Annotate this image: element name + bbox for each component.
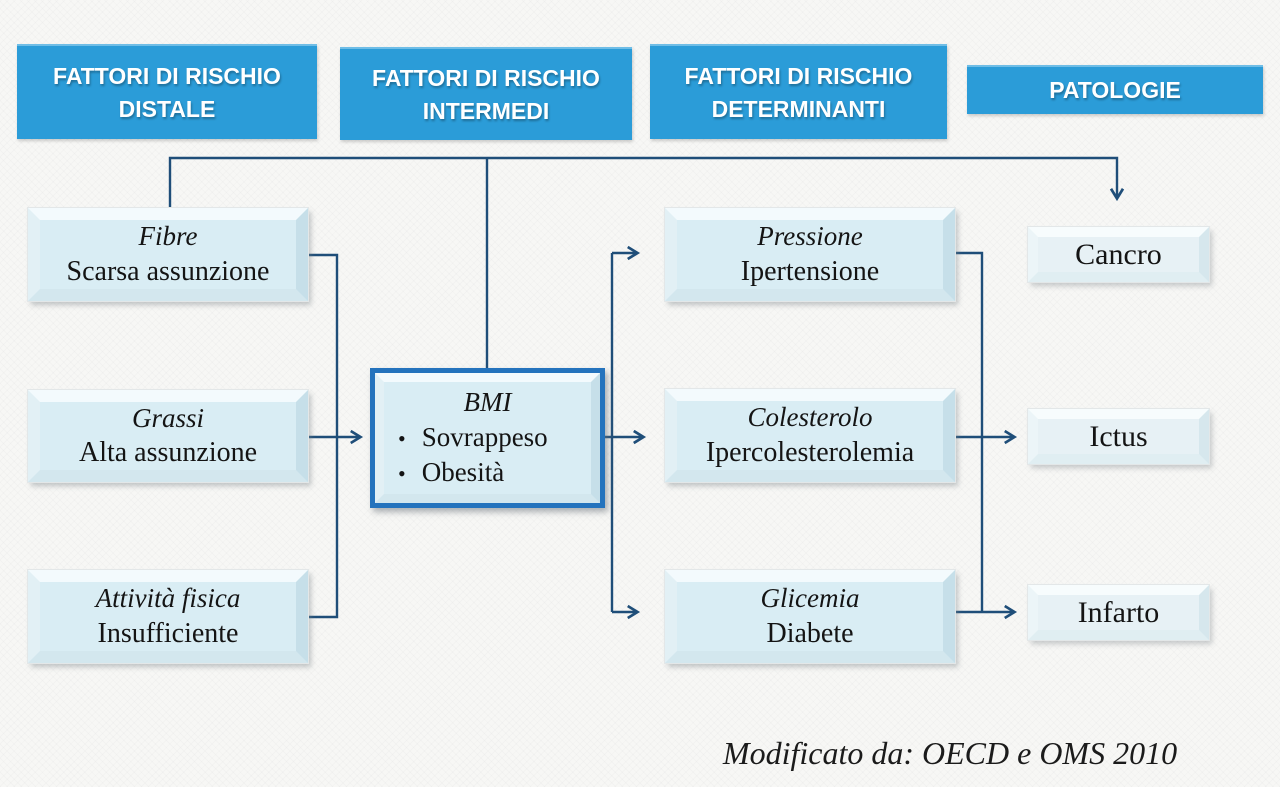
box-bmi: BMI • Sovrappeso • Obesità <box>370 368 605 508</box>
box-subtitle: Insufficiente <box>97 617 239 649</box>
bullet-text: Obesità <box>421 456 505 487</box>
bullet-icon: • <box>398 460 406 486</box>
box-ictus: Ictus <box>1027 408 1210 465</box>
box-title: Attività fisica <box>95 583 241 614</box>
header-patologie: PATOLOGIE <box>967 65 1263 114</box>
box-pressione: Pressione Ipertensione <box>664 207 956 302</box>
box-bmi-panel: BMI • Sovrappeso • Obesità <box>375 373 600 503</box>
box-title: Colesterolo <box>747 402 873 433</box>
header-fattori-intermedi: FATTORI DI RISCHIO INTERMEDI <box>340 47 632 140</box>
bullet-icon: • <box>398 425 406 451</box>
box-label: Infarto <box>1077 595 1160 629</box>
box-title: Grassi <box>131 402 205 433</box>
source-caption: Modificato da: OECD e OMS 2010 <box>722 735 1178 771</box>
bullet-text: Sovrappeso <box>421 421 548 452</box>
box-title: Fibre <box>138 221 198 252</box>
connector-top-to-cancro-arrow <box>168 156 1125 208</box>
box-title: BMI <box>463 387 512 418</box>
box-label: Ictus <box>1089 419 1148 453</box>
box-cancro: Cancro <box>1027 226 1210 283</box>
header-label: PATOLOGIE <box>1049 77 1181 104</box>
box-infarto: Infarto <box>1027 584 1210 641</box>
box-label: Cancro <box>1075 237 1162 271</box>
box-colesterolo: Colesterolo Ipercolesterolemia <box>664 388 956 483</box>
connector-determinant-merge <box>955 251 984 612</box>
box-subtitle: Alta assunzione <box>78 437 258 469</box>
box-grassi: Grassi Alta assunzione <box>27 389 309 483</box>
header-fattori-distale: FATTORI DI RISCHIO DISTALE <box>17 44 317 139</box>
box-title: Pressione <box>757 221 863 252</box>
box-title: Glicemia <box>760 583 860 614</box>
box-glicemia: Glicemia Diabete <box>664 569 956 664</box>
box-subtitle: Ipercolesterolemia <box>705 436 915 468</box>
header-fattori-determinanti: FATTORI DI RISCHIO DETERMINANTI <box>650 44 947 139</box>
bullet-row: • Sovrappeso <box>390 420 585 455</box>
header-label: FATTORI DI RISCHIO INTERMEDI <box>372 65 600 124</box>
header-label: FATTORI DI RISCHIO DETERMINANTI <box>684 63 913 122</box>
box-subtitle: Diabete <box>766 617 854 649</box>
box-subtitle: Ipertensione <box>740 255 880 287</box>
box-fibre: Fibre Scarsa assunzione <box>27 207 309 302</box>
box-subtitle: Scarsa assunzione <box>66 255 270 287</box>
bullet-row: • Obesità <box>390 455 585 490</box>
header-label: FATTORI DI RISCHIO DISTALE <box>53 63 281 122</box>
box-attivita-fisica: Attività fisica Insufficiente <box>27 569 309 664</box>
